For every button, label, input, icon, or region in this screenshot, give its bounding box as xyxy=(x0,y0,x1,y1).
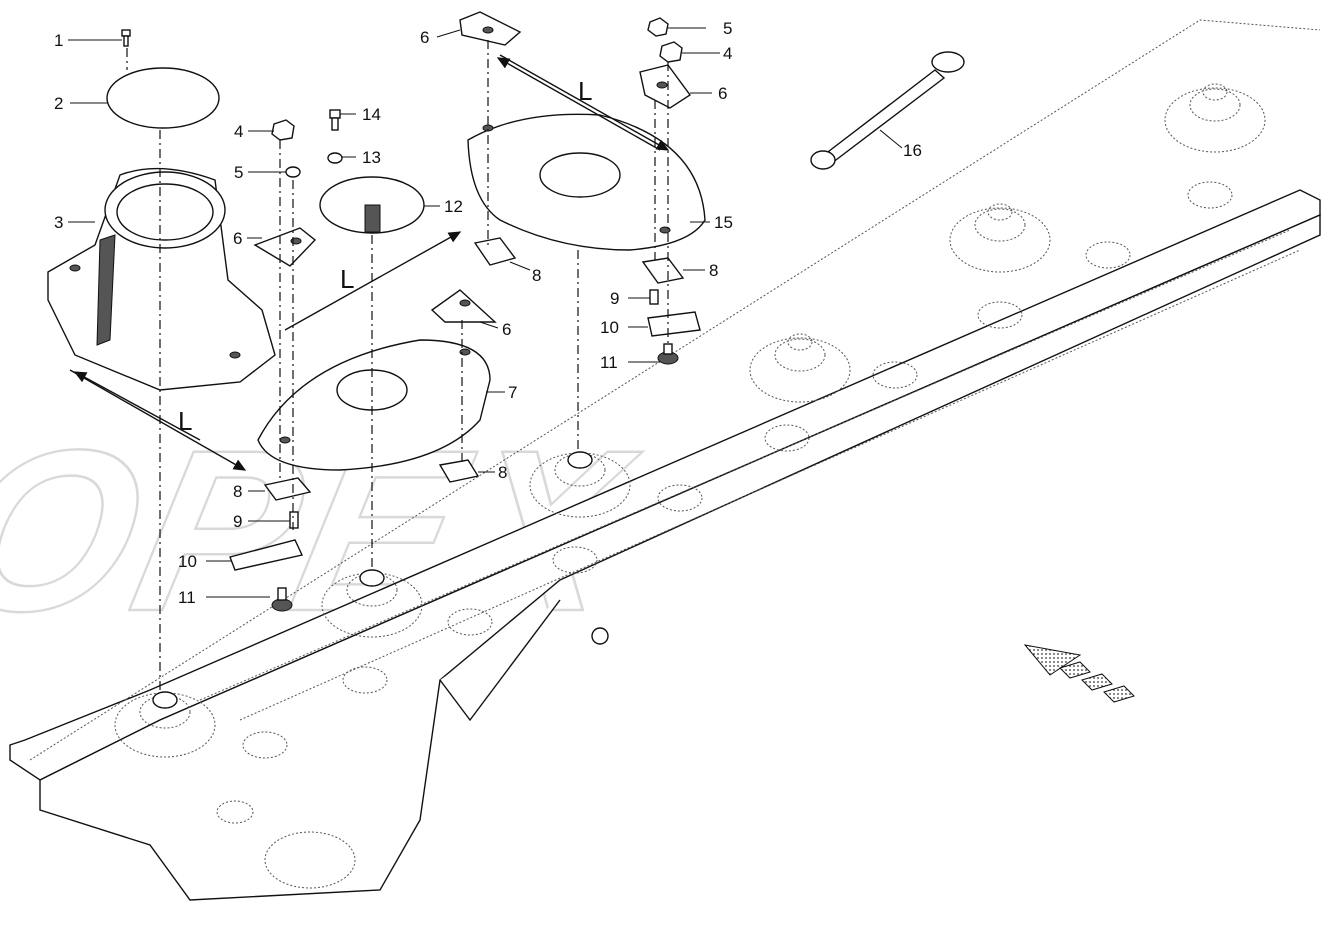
holder-part-8-left-a xyxy=(263,477,312,501)
bolt-part-14 xyxy=(329,109,341,131)
callout-labels: 1 2 3 4 5 6 14 13 12 6 5 4 6 16 15 8 8 9… xyxy=(54,19,922,607)
bolt-part-9-left xyxy=(289,511,299,529)
callout-6-top: 6 xyxy=(420,28,429,47)
callout-13: 13 xyxy=(362,148,381,167)
blade-part-10-left xyxy=(229,539,304,571)
hub-4 xyxy=(749,333,851,403)
cover-disc-part-2 xyxy=(106,67,220,129)
nut-part-4-right xyxy=(659,41,683,63)
callout-2: 2 xyxy=(54,94,63,113)
callout-3: 3 xyxy=(54,213,63,232)
blade-part-10-right xyxy=(647,311,701,337)
callout-5-left: 5 xyxy=(234,163,243,182)
rotation-arrows xyxy=(69,54,670,471)
nut-part-5-right xyxy=(647,17,669,37)
nut-part-4-left xyxy=(271,119,295,141)
nut-part-11-left xyxy=(271,587,293,612)
callout-6-right: 6 xyxy=(718,84,727,103)
hub-6 xyxy=(1164,83,1266,153)
callout-8-lower-b: 8 xyxy=(498,463,507,482)
travel-direction-indicator xyxy=(1023,644,1135,703)
callout-6-left: 6 xyxy=(233,229,242,248)
callout-4-right: 4 xyxy=(723,44,732,63)
cap-part-12 xyxy=(319,176,425,234)
bearing-circles xyxy=(242,181,1233,759)
callout-8-lower-a: 8 xyxy=(233,482,242,501)
wrench-part-16 xyxy=(810,51,965,170)
screw-part-1 xyxy=(121,29,131,47)
nut-part-5-left xyxy=(285,166,301,178)
washer-part-13 xyxy=(327,152,343,164)
skid-part-6-left xyxy=(253,227,317,267)
callout-14: 14 xyxy=(362,105,381,124)
rotation-labels: L L L xyxy=(178,76,592,436)
rotation-label-left: L xyxy=(178,406,192,436)
rotation-label-middle: L xyxy=(340,264,354,294)
cutting-disc-upper xyxy=(467,113,706,251)
callout-11-left: 11 xyxy=(178,588,196,607)
callout-11-right: 11 xyxy=(600,353,618,372)
callout-5-right: 5 xyxy=(723,19,732,38)
cone-drum-part-3 xyxy=(47,167,276,391)
leader-lines xyxy=(68,27,903,598)
skid-part-6-middle xyxy=(430,289,497,323)
callout-1: 1 xyxy=(54,31,63,50)
callout-7: 7 xyxy=(508,383,517,402)
callout-10-right: 10 xyxy=(600,318,619,337)
skid-part-6-right xyxy=(639,64,692,109)
hub-5 xyxy=(949,203,1051,273)
nut-part-11-right xyxy=(657,343,679,365)
holder-part-8-right-a xyxy=(473,237,517,266)
callout-10-left: 10 xyxy=(178,552,197,571)
callout-4-left: 4 xyxy=(234,122,243,141)
callout-9-right: 9 xyxy=(610,289,619,308)
callout-8-upper-a: 8 xyxy=(532,266,541,285)
holder-part-8-right-b xyxy=(641,257,685,284)
hub-2 xyxy=(321,569,423,638)
callout-8-upper-b: 8 xyxy=(709,261,718,280)
bolt-part-9-right xyxy=(649,289,659,305)
callout-6-middle: 6 xyxy=(502,320,511,339)
callout-9-left: 9 xyxy=(233,512,242,531)
skid-part-6-top xyxy=(459,11,522,46)
callout-12: 12 xyxy=(444,197,463,216)
hub-3 xyxy=(529,451,631,518)
assembly-lines xyxy=(126,40,669,690)
hub-1 xyxy=(114,691,216,758)
rotation-label-top: L xyxy=(578,76,592,106)
cutter-bar xyxy=(9,19,1321,901)
holder-part-8-left-b xyxy=(438,459,480,483)
callout-16: 16 xyxy=(903,141,922,160)
callout-15: 15 xyxy=(714,213,733,232)
